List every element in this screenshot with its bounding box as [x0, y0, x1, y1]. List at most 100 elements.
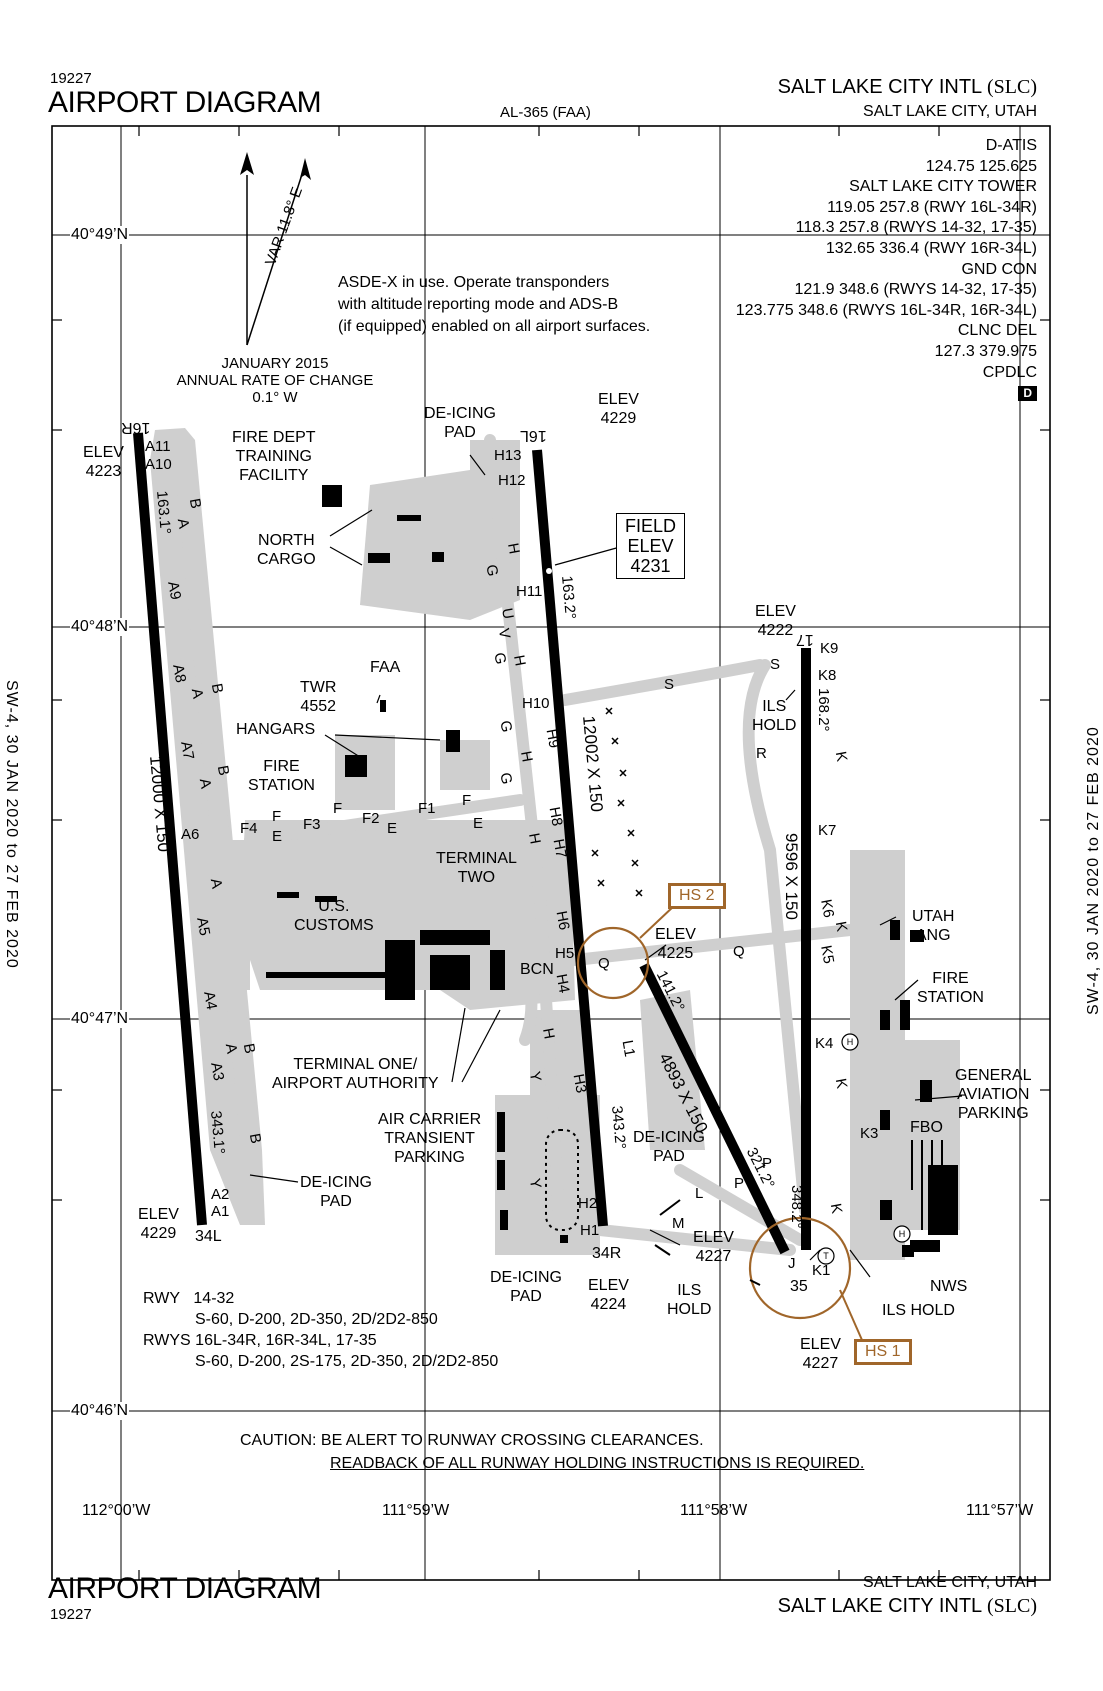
freq-line-5: 132.65 336.4 (RWY 16R-34L) — [825, 239, 1037, 257]
hot-spot-circle-1 — [748, 1216, 852, 1320]
wb-rwy-14-32: 14-32 — [193, 1290, 235, 1307]
taxiway-A1: A1 — [211, 1203, 230, 1220]
elev-word: ELEV — [83, 444, 124, 461]
taxiway-H8: H8 — [545, 805, 566, 828]
taxiway-M: M — [672, 1215, 685, 1232]
label-line: FIRE DEPT — [232, 429, 316, 446]
ils-hold-bars — [654, 1199, 761, 1286]
leader-lines — [249, 454, 963, 1278]
hs2-leader — [639, 904, 676, 939]
taxiway-A9: A9 — [164, 579, 185, 602]
field-elev-point — [546, 568, 552, 574]
asde-line-3: (if equipped) enabled on all airport sur… — [338, 318, 651, 335]
taxiway-Q-2: Q — [733, 943, 745, 960]
caution-line-1: CAUTION: BE ALERT TO RUNWAY CROSSING CLE… — [240, 1432, 704, 1449]
asde-line-2: with altitude reporting mode and ADS-B — [338, 296, 619, 313]
taxiway-H1: H1 — [580, 1222, 600, 1239]
taxiway-E-1: E — [272, 828, 283, 845]
chart-title: AIRPORT DIAGRAM — [48, 86, 322, 119]
label-line: AIR CARRIER — [378, 1111, 482, 1128]
taxiways — [244, 434, 856, 1256]
label-line: AIRPORT AUTHORITY — [272, 1075, 439, 1092]
wb-rwys-values: S-60, D-200, 2S-175, 2D-350, 2D/2D2-850 — [195, 1353, 499, 1370]
label-line: ILS — [677, 1282, 702, 1299]
runway-16R-34L — [133, 432, 207, 1226]
taxiway-A11: A11 — [145, 438, 171, 455]
taxiway-K6: K6 — [817, 897, 838, 920]
freq-line-0: D-ATIS — [985, 137, 1037, 154]
lat-40-48: 40°48’N — [70, 618, 130, 636]
weight-bearing-block: RWY 14-32 S-60, D-200, 2D-350, 2D/2D2-85… — [143, 1288, 498, 1372]
elev-value: 4224 — [590, 1296, 627, 1313]
elev-35: ELEV 4227 — [800, 1335, 841, 1373]
elev-word: ELEV — [138, 1206, 179, 1223]
lat-40-47: 40°47’N — [70, 1010, 130, 1028]
hot-spot-circle-2 — [576, 926, 650, 1000]
lat-40-49: 40°49’N — [70, 226, 130, 244]
deicing-pad-north-label: DE-ICING PAD — [424, 404, 496, 442]
taxiway-H10: H10 — [522, 695, 550, 712]
label-line: 4552 — [300, 698, 337, 715]
label-line: PAD — [320, 1193, 352, 1210]
elev-value: 4225 — [657, 945, 694, 962]
utah-ang-label: UTAH ANG — [912, 907, 954, 945]
us-customs-label: U.S.CUSTOMS — [294, 897, 374, 935]
heading-163-2: 163.2° — [558, 575, 579, 620]
svg-text:H: H — [899, 1229, 906, 1239]
label-line: FIRE — [932, 970, 969, 987]
runway-length-17-35: 9596 X 150 — [782, 833, 801, 920]
label-line: DE-ICING — [633, 1129, 705, 1146]
footer-airport-name: SALT LAKE CITY INTL (SLC) — [778, 1595, 1037, 1618]
label-line: TERMINAL — [436, 850, 517, 867]
taxiway-A5: A5 — [193, 915, 214, 938]
field-elev-l1: FIELD — [625, 516, 677, 536]
airport-name-text: SALT LAKE CITY INTL — [777, 76, 982, 98]
lon-111-57: 111°57’W — [966, 1502, 1034, 1519]
label-line: UTAH — [912, 908, 955, 925]
cpdlc-badge: D — [1018, 386, 1037, 402]
taxiway-H12: H12 — [498, 472, 526, 489]
closed-taxiway-marks — [591, 707, 643, 897]
taxiway-K4: K4 — [815, 1035, 834, 1052]
fbo-label: FBO — [910, 1119, 943, 1136]
svg-text:H: H — [847, 1037, 854, 1047]
ga-parking-rows — [911, 1140, 953, 1230]
taxiway-L1: L1 — [618, 1038, 639, 1059]
runway-16L-34R — [532, 449, 608, 1227]
freq-line-8: 123.775 348.6 (RWYS 16L-34R, 16R-34L) — [735, 301, 1037, 319]
taxiway-E-3: E — [473, 815, 484, 832]
runway-14-32 — [639, 962, 790, 1255]
taxiway-P-2: P — [762, 1155, 773, 1172]
label-line: PAD — [444, 424, 476, 441]
taxiway-H5: H5 — [555, 945, 575, 962]
runway-number-34R: 34R — [592, 1245, 622, 1262]
label-line: DE-ICING — [424, 405, 496, 422]
label-line: FIRE — [263, 758, 300, 775]
elev-value: 4223 — [85, 463, 122, 480]
deicing-pad-outline — [545, 1129, 579, 1231]
frequency-list: D-ATIS 124.75 125.625 SALT LAKE CITY TOW… — [617, 136, 1037, 404]
label-line: STATION — [248, 777, 315, 794]
label-line: TWR — [300, 679, 337, 696]
runway-number-35: 35 — [790, 1278, 808, 1295]
svg-text:T: T — [823, 1251, 829, 1261]
label-line: ANG — [915, 927, 951, 944]
chart-frame — [51, 125, 1051, 1581]
elev-word: ELEV — [800, 1336, 841, 1353]
taxiway-A8: A8 — [169, 662, 190, 685]
label-line: GENERAL — [955, 1067, 1032, 1084]
elev-value: 4227 — [802, 1355, 839, 1372]
elev-word: ELEV — [755, 603, 796, 620]
field-elev-l2: ELEV — [627, 536, 674, 556]
wb-rwys-list: 16L-34R, 16R-34L, 17-35 — [195, 1332, 377, 1349]
lon-111-58: 111°58’W — [680, 1502, 748, 1519]
freq-line-9: CLNC DEL — [957, 322, 1037, 340]
left-validity-note: SW-4, 30 JAN 2020 to 27 FEB 2020 — [3, 680, 20, 969]
taxiway-H11: H11 — [516, 583, 543, 600]
